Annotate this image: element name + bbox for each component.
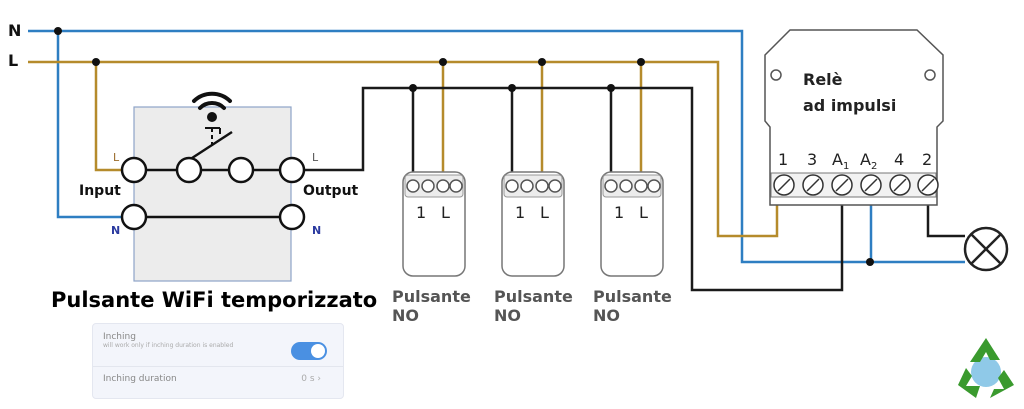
wifi-icon bbox=[192, 91, 232, 122]
relay-terminal-a1-letter: A bbox=[832, 150, 843, 169]
button3-caption-line2: NO bbox=[593, 306, 620, 325]
switch-output-label: Output bbox=[303, 183, 359, 199]
live-main-wire bbox=[28, 60, 779, 238]
button2-terminal-1: 1 bbox=[515, 203, 526, 222]
button2-caption: Pulsante NO bbox=[494, 287, 573, 325]
inching-subtitle: will work only if inching duration is en… bbox=[103, 342, 234, 349]
impulse-relay bbox=[764, 29, 944, 206]
switch-lever bbox=[188, 130, 233, 162]
wifi-switch-title: Pulsante WiFi temporizzato bbox=[51, 288, 378, 312]
lamp-icon bbox=[963, 226, 1009, 272]
button2-terminal-l: L bbox=[540, 203, 549, 222]
relay2-to-lamp-wire bbox=[926, 198, 965, 238]
switch-output-terminal-n: N bbox=[312, 224, 322, 237]
relay-terminal-1: 1 bbox=[778, 150, 789, 169]
inching-duration-label: Inching duration bbox=[103, 374, 177, 384]
relay-terminal-4: 4 bbox=[894, 150, 905, 169]
relay-terminal-a2-sub: 2 bbox=[870, 161, 878, 173]
junction-dots bbox=[54, 27, 874, 266]
relay-terminal-2: 2 bbox=[922, 150, 933, 169]
relay-terminal-3: 3 bbox=[807, 150, 818, 169]
control-wires bbox=[292, 86, 965, 292]
relay-terminal-a1-sub: 1 bbox=[842, 161, 850, 173]
button2-caption-line2: NO bbox=[494, 306, 521, 325]
button1-terminal-1: 1 bbox=[416, 203, 427, 222]
relay-title-line1: Relè bbox=[803, 70, 843, 89]
recycle-icon bbox=[958, 338, 1014, 398]
button1-caption: Pulsante NO bbox=[392, 287, 471, 325]
pushbutton-3 bbox=[600, 171, 664, 277]
chevron-right-icon: › bbox=[317, 374, 321, 384]
inching-duration-value-text: 0 s bbox=[301, 374, 315, 384]
neutral-to-switch-wire bbox=[56, 31, 134, 219]
button1-caption-line2: NO bbox=[392, 306, 419, 325]
mount-hole-right bbox=[924, 69, 936, 81]
inching-title: Inching bbox=[103, 332, 136, 342]
button3-caption: Pulsante NO bbox=[593, 287, 672, 325]
button2-caption-line1: Pulsante bbox=[494, 287, 573, 306]
mount-hole-left bbox=[770, 69, 782, 81]
relay-terminal-a2: A2 bbox=[860, 150, 877, 172]
neutral-line-label: N bbox=[8, 21, 22, 40]
live-line-label: L bbox=[8, 51, 19, 70]
relay-terminal-a2-letter: A bbox=[860, 150, 871, 169]
panel-divider bbox=[93, 366, 343, 367]
wifi-switch-module bbox=[120, 106, 306, 282]
pushbutton-1 bbox=[402, 171, 466, 277]
button3-caption-line1: Pulsante bbox=[593, 287, 672, 306]
inching-duration-value: 0 s › bbox=[301, 374, 321, 384]
live-wires bbox=[28, 60, 779, 238]
button3-terminal-1: 1 bbox=[614, 203, 625, 222]
inching-toggle[interactable] bbox=[291, 342, 327, 360]
switch-input-label: Input bbox=[79, 183, 121, 199]
switch-input-terminal-n: N bbox=[111, 224, 121, 237]
app-settings-panel: Inching will work only if inching durati… bbox=[92, 323, 344, 399]
neutral-main-wire bbox=[28, 29, 870, 264]
button1-terminal-l: L bbox=[441, 203, 450, 222]
neutral-wires bbox=[28, 29, 965, 264]
button3-terminal-l: L bbox=[639, 203, 648, 222]
button1-caption-line1: Pulsante bbox=[392, 287, 471, 306]
inching-toggle-knob bbox=[311, 344, 325, 358]
relay-title: Relè ad impulsi bbox=[803, 67, 896, 119]
inching-duration-row[interactable]: Inching duration 0 s › bbox=[103, 374, 333, 390]
relay-terminal-a1: A1 bbox=[832, 150, 849, 172]
switch-output-terminal-l: L bbox=[312, 151, 319, 164]
pushbutton-2 bbox=[501, 171, 565, 277]
inching-row: Inching will work only if inching durati… bbox=[103, 332, 333, 360]
relay-title-line2: ad impulsi bbox=[803, 96, 897, 115]
output-to-buttons-wire bbox=[292, 86, 844, 292]
switch-input-terminal-l: L bbox=[113, 151, 120, 164]
